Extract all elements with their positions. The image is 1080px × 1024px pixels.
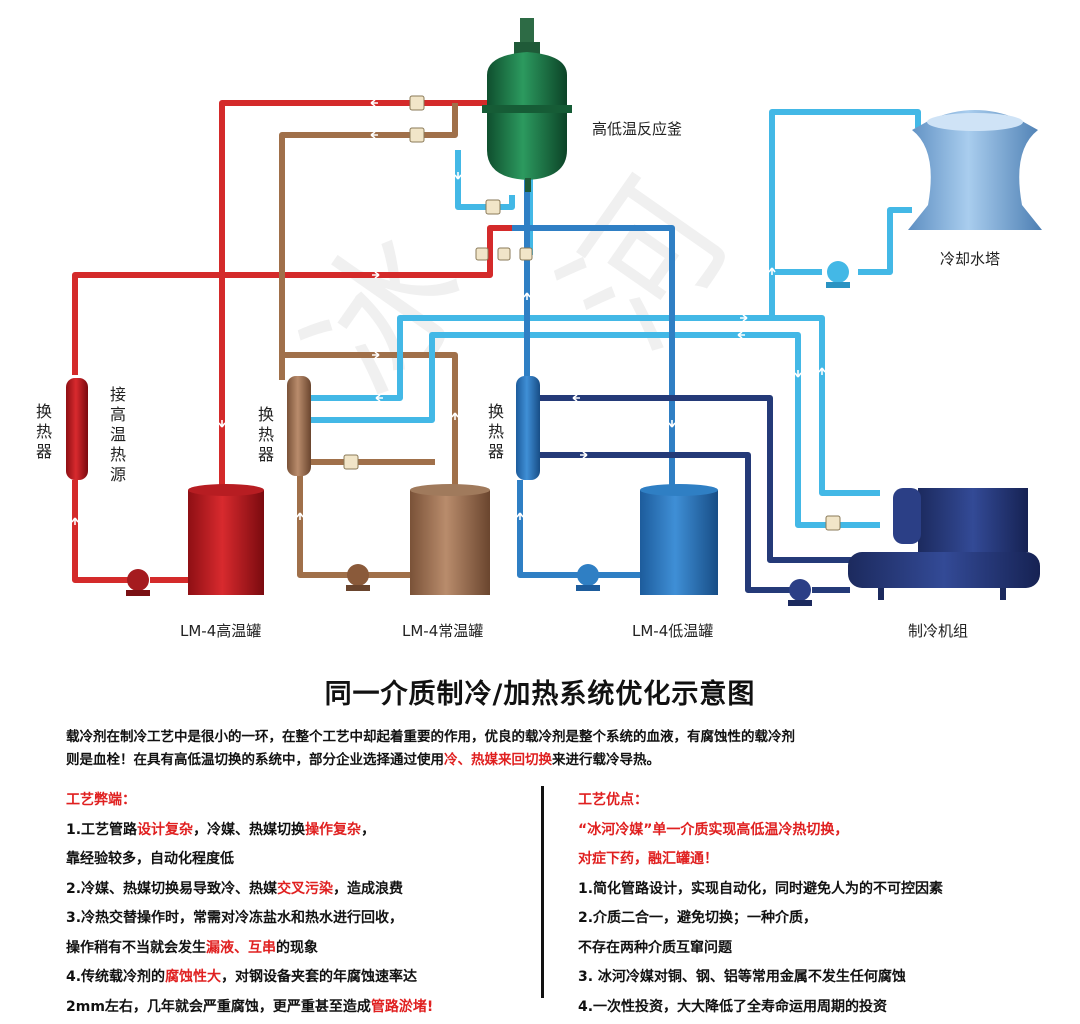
heat-exchanger-1-label: 换热器 (35, 402, 52, 461)
flow-arrows (71, 99, 826, 525)
pump-cooling (826, 261, 850, 288)
chiller-label: 制冷机组 (908, 622, 969, 640)
tank-high (188, 484, 264, 595)
cons-section: 工艺弊端： 1.工艺管路设计复杂，冷媒、热媒切换操作复杂， 靠经验较多，自动化程… (66, 786, 536, 1022)
reactor (482, 18, 572, 192)
pros-slogan-2: 对症下药，融汇罐通！ (578, 851, 718, 867)
cons-line: 靠经验较多，自动化程度低 (66, 851, 234, 867)
cons-heading: 工艺弊端： (66, 792, 136, 808)
pump-normal (346, 564, 370, 591)
process-diagram (66, 18, 1042, 606)
pros-line: 3. 冰河冷媒对铜、钢、铝等常用金属不发生任何腐蚀 (578, 969, 906, 985)
pump-low (576, 564, 600, 591)
warm-pipes (279, 103, 458, 578)
pros-section: 工艺优点： “冰河冷媒”单一介质实现高低温冷热切换， 对症下药，融汇罐通！ 1.… (578, 786, 1048, 1022)
pump-high (126, 569, 150, 596)
valves (343, 95, 841, 531)
tank-low (640, 484, 718, 595)
cons-line: 1.工艺管路设计复杂，冷媒、热媒切换操作复杂， (66, 821, 376, 838)
intro-paragraph: 载冷剂在制冷工艺中是很小的一环，在整个工艺中却起着重要的作用，优良的载冷剂是整个… (66, 726, 946, 772)
pros-line: 2.介质二合一，避免切换；一种介质， (578, 910, 818, 926)
pros-slogan-1: “冰河冷媒”单一介质实现高低温冷热切换， (578, 821, 849, 838)
intro-highlight: 冷、热媒来回切换 (444, 752, 552, 768)
cooling-tower (908, 110, 1042, 230)
tank-low-label: LM-4低温罐 (632, 622, 714, 640)
page-title: 同一介质制冷/加热系统优化示意图 (324, 679, 756, 710)
heat-source-label: 接高温热源 (109, 385, 126, 484)
cons-line: 操作稍有不当就会发生漏液、互串的现象 (66, 939, 318, 956)
chiller-unit (848, 488, 1040, 600)
heat-exchanger-3 (516, 376, 540, 480)
intro-text: 则是血栓！在具有高低温切换的系统中，部分企业选择通过使用 (66, 752, 444, 768)
cold-pipes (512, 170, 675, 578)
heat-exchanger-2-label: 换热器 (257, 405, 274, 464)
heat-exchanger-2 (287, 376, 311, 476)
cons-line: 2mm左右，几年就会严重腐蚀，更严重甚至造成管路淤堵! (66, 998, 434, 1015)
intro-line-1: 载冷剂在制冷工艺中是很小的一环，在整个工艺中却起着重要的作用，优良的载冷剂是整个… (66, 729, 795, 745)
tank-normal-label: LM-4常温罐 (402, 622, 484, 640)
intro-line-2: 则是血栓！在具有高低温切换的系统中，部分企业选择通过使用冷、热媒来回切换来进行载… (66, 749, 946, 772)
reactor-label: 高低温反应釜 (592, 120, 683, 138)
pros-line: 不存在两种介质互窜问题 (578, 939, 732, 956)
tank-high-label: LM-4高温罐 (180, 622, 262, 640)
cons-line: 3.冷热交替操作时，常需对冷冻盐水和热水进行回收， (66, 910, 404, 926)
cooling-tower-label: 冷却水塔 (940, 250, 1001, 268)
hot-pipes (72, 100, 532, 583)
column-divider (541, 786, 544, 998)
cool-pipes (310, 109, 921, 528)
navy-pipes (540, 395, 870, 593)
heat-exchanger-3-label: 换热器 (487, 402, 504, 461)
pros-line: 1.简化管路设计，实现自动化，同时避免人为的不可控因素 (578, 880, 944, 897)
pump-navy (788, 579, 812, 606)
pros-line: 4.一次性投资，大大降低了全寿命运用周期的投资 (578, 998, 888, 1015)
cons-line: 2.冷媒、热媒切换易导致冷、热媒交叉污染，造成浪费 (66, 880, 404, 897)
pros-heading: 工艺优点： (578, 792, 648, 808)
heat-exchanger-1 (66, 378, 88, 480)
intro-text-end: 来进行载冷导热。 (552, 752, 660, 768)
cons-line: 4.传统载冷剂的腐蚀性大，对钢设备夹套的年腐蚀速率达 (66, 969, 418, 985)
tank-normal (410, 484, 490, 595)
